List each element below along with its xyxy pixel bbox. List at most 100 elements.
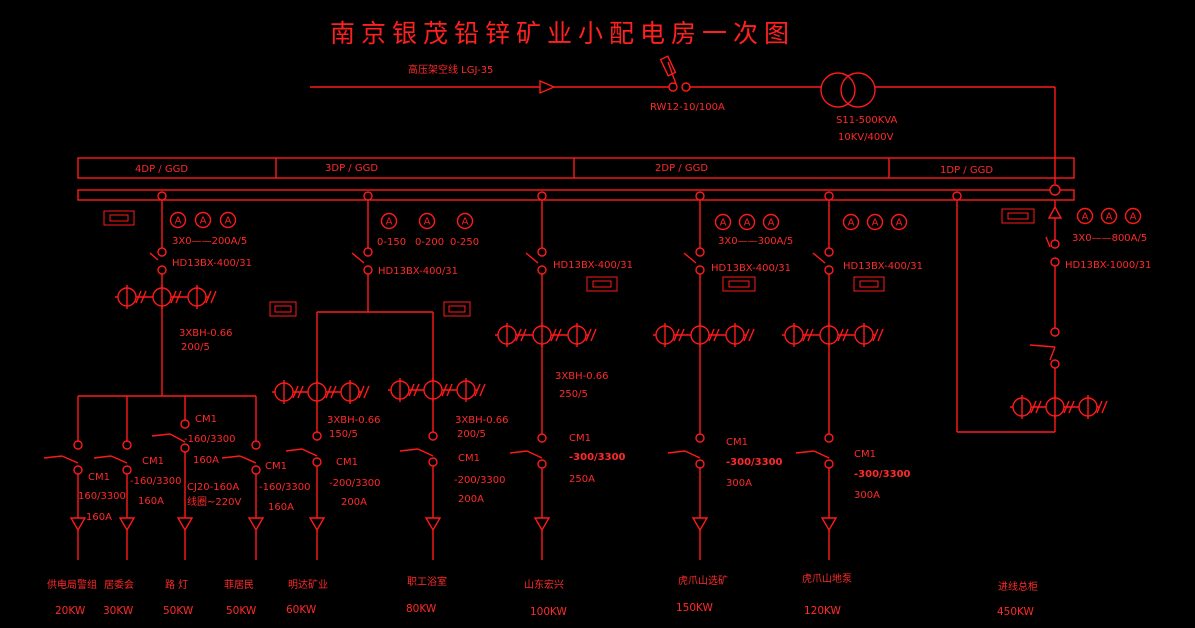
current-transformer-set	[388, 378, 486, 402]
ammeter-icon: A	[380, 212, 398, 230]
bus-entry-node	[1049, 184, 1061, 196]
hv-arrow	[539, 79, 556, 95]
diagram-title: 南京银茂铅锌矿业小配电房一次图	[330, 19, 796, 48]
load-power: 80KW	[406, 603, 437, 615]
sub-feeders-4dp	[43, 396, 261, 518]
meter-range-2dp: 3X0——300A/5	[718, 236, 794, 247]
fuse-body	[659, 55, 677, 77]
ct-3dp-b-model: 3XBH-0.66	[455, 415, 509, 426]
transformer-primary	[820, 72, 856, 108]
f5-spec: -200/3300	[329, 478, 381, 489]
f9-current: 300A	[854, 490, 880, 501]
current-transformer-set	[115, 285, 217, 309]
transformer-secondary	[840, 72, 876, 108]
fuse-terminal-right	[681, 82, 691, 92]
fuse-terminal-left	[668, 82, 678, 92]
ammeter-symbol: A	[872, 218, 879, 229]
load-name: 进线总柜	[998, 582, 1038, 593]
panel-label-3dp: 3DP / GGD	[325, 163, 379, 174]
f4-cm1: CM1	[265, 461, 287, 472]
breaker-2dp-b: HD13BX-400/31	[711, 263, 791, 274]
ammeter-icon: A	[1076, 207, 1094, 225]
ammeter-icon: A	[866, 213, 884, 231]
load-power: 120KW	[804, 605, 841, 617]
fuse-blade	[667, 61, 677, 85]
load-power: 100KW	[530, 606, 567, 618]
ammeter-icon: A	[418, 212, 436, 230]
breaker-1dp: HD13BX-1000/31	[1065, 260, 1152, 271]
ammeter-icon: A	[456, 212, 474, 230]
f2-spec: -160/3300	[130, 476, 182, 487]
ct-2dp-ratio: 250/5	[559, 389, 588, 400]
transformer-model: S11-500KVA	[836, 115, 898, 126]
f8-cm1: CM1	[726, 437, 748, 448]
ammeter-symbol: A	[386, 217, 393, 228]
ammeter-icon: A	[1124, 207, 1142, 225]
ct-3dp-a-ratio: 150/5	[329, 429, 358, 440]
f3-current: 160A	[193, 455, 219, 466]
f2-cm1: CM1	[142, 456, 164, 467]
breaker-4dp: HD13BX-400/31	[172, 258, 252, 269]
ammeter-icon: A	[169, 211, 187, 229]
busbar	[77, 189, 1075, 201]
ct-2dp-model: 3XBH-0.66	[555, 371, 609, 382]
ammeter-symbol: A	[896, 218, 903, 229]
f3-spec: -160/3300	[184, 434, 236, 445]
f9-cm1: CM1	[854, 449, 876, 460]
ct-4dp-model: 3XBH-0.66	[179, 328, 233, 339]
f1-cm1: CM1	[88, 472, 110, 483]
load-name: 虎爪山地泵	[802, 574, 852, 585]
ct-4dp-ratio: 200/5	[181, 342, 210, 353]
breaker-2dp-a: HD13BX-400/31	[553, 260, 633, 271]
current-transformer-set	[1010, 395, 1108, 419]
current-transformer-set	[653, 323, 755, 347]
panel-label-1dp: 1DP / GGD	[940, 165, 994, 176]
lower-switches	[285, 431, 834, 518]
ammeter-symbol: A	[744, 218, 751, 229]
f9-spec: -300/3300	[854, 469, 911, 480]
current-transformer-set	[272, 380, 370, 404]
load-name: 职工浴室	[407, 577, 447, 588]
f6-cm1: CM1	[458, 453, 480, 464]
load-name: 路 灯	[165, 580, 189, 591]
load-power: 50KW	[163, 605, 194, 617]
f8-spec: -300/3300	[726, 457, 783, 468]
load-power: 450KW	[997, 606, 1034, 618]
load-name: 虎爪山选矿	[678, 576, 728, 587]
f8-current: 300A	[726, 478, 752, 489]
ammeter-symbol: A	[848, 218, 855, 229]
ct-3dp-a-model: 3XBH-0.66	[327, 415, 381, 426]
panel-row	[77, 157, 1075, 179]
ammeter-symbol: A	[200, 216, 207, 227]
f3-coil: 线圈~220V	[187, 497, 242, 508]
load-power: 60KW	[286, 604, 317, 616]
f6-current: 200A	[458, 494, 484, 505]
ammeter-symbol: A	[768, 218, 775, 229]
meter-range-1dp: 3X0——800A/5	[1072, 233, 1148, 244]
meter-range-3dp-1: 0-150	[377, 237, 407, 248]
f6-spec: -200/3300	[454, 475, 506, 486]
ammeter-symbol: A	[720, 218, 727, 229]
ammeter-icon: A	[890, 213, 908, 231]
f3-cm1: CM1	[195, 414, 217, 425]
breaker-2dp-c: HD13BX-400/31	[843, 261, 923, 272]
fuse-label: RW12-10/100A	[650, 102, 725, 113]
load-name: 居委会	[104, 580, 134, 591]
f7-current: 250A	[569, 474, 595, 485]
ct-groups	[115, 285, 1108, 419]
ammeter-symbol: A	[1106, 212, 1113, 223]
breaker-3dp: HD13BX-400/31	[378, 266, 458, 277]
f7-spec: -300/3300	[569, 452, 626, 463]
load-power: 50KW	[226, 605, 257, 617]
current-transformer-set	[782, 323, 884, 347]
load-name: 明达矿业	[288, 580, 328, 591]
f7-cm1: CM1	[569, 433, 591, 444]
meter-range-4dp: 3X0——200A/5	[172, 236, 248, 247]
ammeter-icon: A	[738, 213, 756, 231]
f5-current: 200A	[341, 497, 367, 508]
panel-label-2dp: 2DP / GGD	[655, 163, 709, 174]
hv-line-label: 高压架空线 LGJ-35	[408, 65, 494, 76]
f1-spec: 160/3300	[78, 491, 126, 502]
